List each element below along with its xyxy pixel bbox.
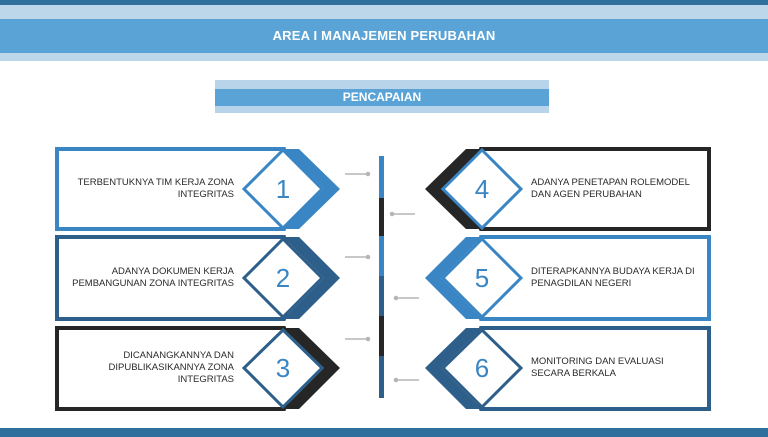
subheader-bottom-band [215, 106, 549, 113]
item-2-number: 2 [275, 263, 291, 293]
item-5-shape [425, 235, 711, 321]
item-2-text: ADANYA DOKUMEN KERJA PEMBANGUNAN ZONA IN… [72, 266, 234, 289]
connector-dot [393, 295, 399, 301]
item-3-shape [55, 326, 340, 411]
connector-dot [365, 254, 371, 260]
subheader-band [215, 89, 549, 106]
item-4-text: ADANYA PENETAPAN ROLEMODEL DAN AGEN PERU… [531, 177, 690, 200]
item-1-text: TERBENTUKNYA TIM KERJA ZONA INTEGRITAS [77, 177, 234, 200]
connector-dot [393, 377, 399, 383]
item-5-number: 5 [474, 263, 490, 293]
timeline-segment [379, 316, 384, 356]
item-3-number: 3 [275, 353, 291, 383]
timeline-segment [379, 276, 384, 316]
timeline-segment [379, 156, 384, 198]
page-title: AREA I MANAJEMEN PERUBAHAN [272, 28, 496, 43]
item-4-number: 4 [474, 174, 490, 204]
item-1-shape [55, 147, 340, 231]
timeline-segment [379, 236, 384, 276]
timeline-segment [379, 198, 384, 236]
header-bar [0, 19, 768, 53]
connector-dot [365, 336, 371, 342]
subheader-title: PENCAPAIAN [342, 90, 422, 104]
item-6-text: MONITORING DAN EVALUASI SECARA BERKALA [531, 356, 664, 379]
item-6-shape [425, 326, 711, 411]
item-6-number: 6 [474, 353, 490, 383]
bottom-bar [0, 428, 768, 437]
item-2-shape [55, 235, 340, 321]
header-bottom-bar [0, 53, 768, 61]
timeline-segment [379, 356, 384, 398]
item-1-number: 1 [275, 174, 291, 204]
item-5-text: DITERAPKANNYA BUDAYA KERJA DI PENAGDILAN… [531, 266, 695, 289]
top-light-bar [0, 5, 768, 19]
connector-dot [365, 171, 371, 177]
subheader-top-band [215, 80, 549, 89]
item-3-text: DICANANGKANNYA DAN DIPUBLIKASIKANNYA ZON… [108, 350, 234, 385]
connector-dot [389, 211, 395, 217]
top-dark-bar [0, 0, 768, 5]
item-4-shape [425, 147, 711, 231]
